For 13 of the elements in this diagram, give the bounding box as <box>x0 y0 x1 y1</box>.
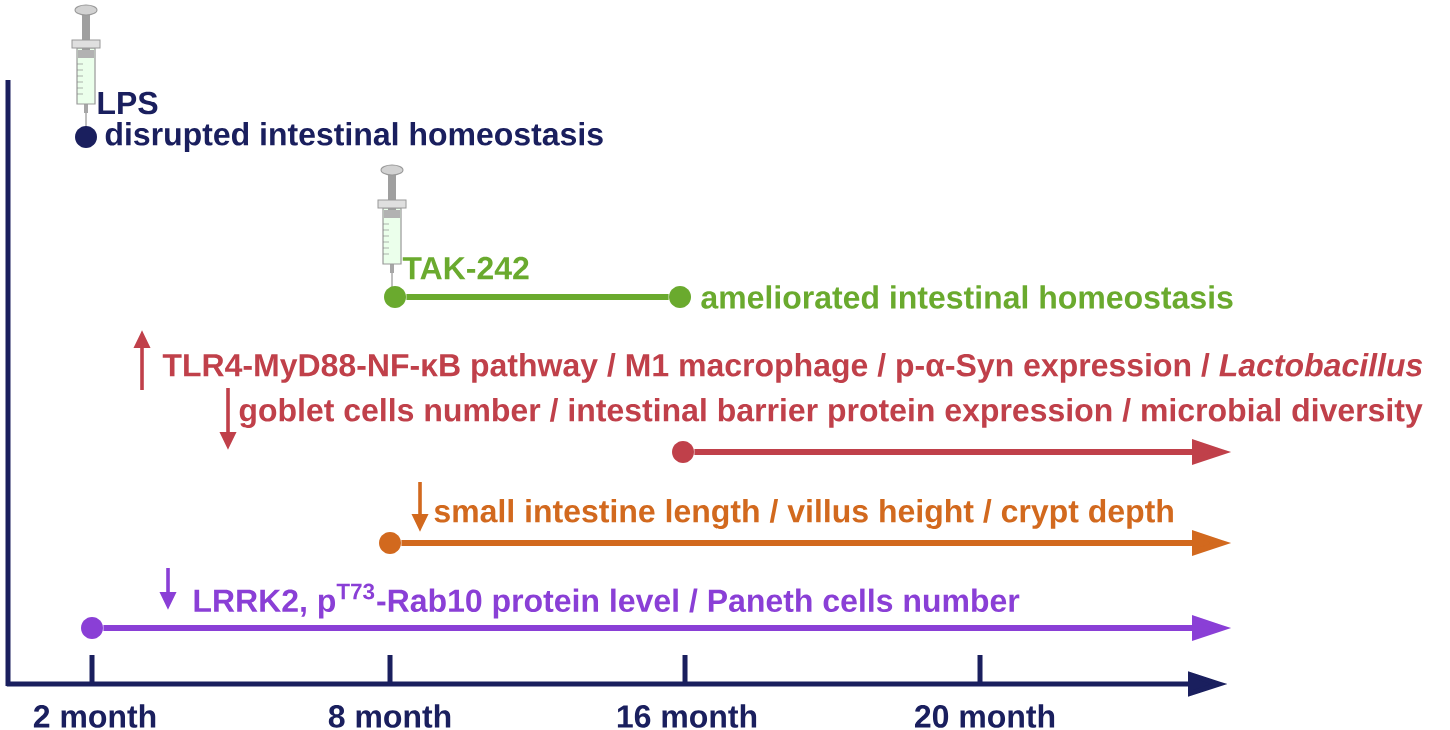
tick-label: 20 month <box>915 704 1055 728</box>
tick-label: 8 month <box>328 704 451 728</box>
dot-label: goblet cells number / intestinal barrier protein expression / microbial diversity <box>239 398 1423 428</box>
tick-label: 2 month <box>33 704 156 728</box>
annotation-text: LRRK2, p$^{T73}$-Rab10 protein level / Paneth cells number <box>194 583 1020 619</box>
dot-label: TLR4-MyD88-NF-κB pathway / M1 macrophage / p-α-Syn expression / Lactobacillus <box>162 353 1423 383</box>
dot-label: TAK-242 <box>402 256 529 280</box>
tick-label: 16 month <box>617 704 757 728</box>
dot-label: LPS <box>98 91 158 115</box>
timeline-dot <box>81 617 103 639</box>
dot-label: ameliorated intestinal homeostasis <box>701 285 1233 309</box>
dot-label: disrupted intestinal homeostasis <box>105 122 603 152</box>
dot-label: small intestine length / villus height / crypt depth <box>434 499 1173 529</box>
